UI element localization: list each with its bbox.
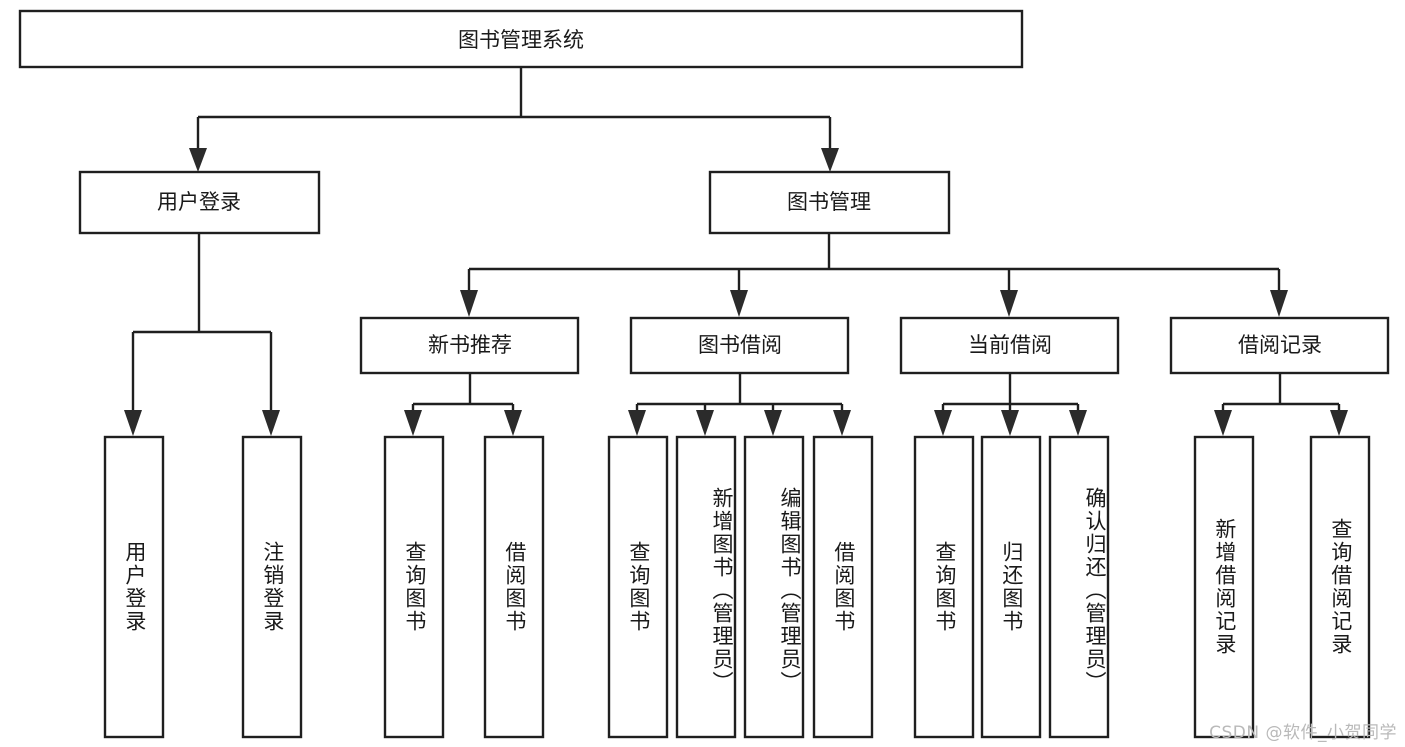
node-user-login-box[interactable] bbox=[78, 170, 321, 235]
arrowhead-to-current-borrow bbox=[1000, 290, 1018, 317]
leaf-query-book-1-box[interactable] bbox=[383, 435, 445, 739]
leaf-add-book-box[interactable] bbox=[675, 435, 737, 739]
leaf-borrow-book-1-box[interactable] bbox=[483, 435, 545, 739]
arrowhead-to-new-book-recommend bbox=[460, 290, 478, 317]
arrowhead-to-leaf-query-record bbox=[1330, 410, 1348, 436]
arrowhead-to-leaf-logout-login bbox=[262, 410, 280, 436]
arrowhead-to-borrow-record bbox=[1270, 290, 1288, 317]
node-book-borrow-label: 图书借阅 bbox=[698, 333, 782, 357]
arrowhead-to-leaf-user-login bbox=[124, 410, 142, 436]
arrowhead-to-book-manage bbox=[821, 148, 839, 172]
node-book-manage-label: 图书管理 bbox=[787, 190, 871, 214]
arrowhead-to-leaf-confirm-return bbox=[1069, 410, 1087, 436]
connector-borrow-record-bus bbox=[1221, 373, 1341, 415]
node-title-box[interactable] bbox=[18, 9, 1024, 69]
arrowhead-to-leaf-query-book-2 bbox=[628, 410, 646, 436]
node-new-book-recommend-label: 新书推荐 bbox=[428, 333, 512, 357]
leaf-user-login-box[interactable] bbox=[103, 435, 165, 739]
connector-user-login-bus bbox=[131, 233, 273, 415]
leaf-confirm-return-box[interactable] bbox=[1048, 435, 1110, 739]
connector-new-book-recommend-bus bbox=[411, 373, 515, 415]
connector-root-bus bbox=[196, 67, 832, 152]
arrowhead-to-book-borrow bbox=[730, 290, 748, 317]
connector-book-borrow-bus bbox=[635, 373, 844, 415]
arrowhead-to-leaf-borrow-book-2 bbox=[833, 410, 851, 436]
leaf-query-book-3-box[interactable] bbox=[913, 435, 975, 739]
connector-current-borrow-bus bbox=[941, 373, 1080, 415]
leaf-query-record-box[interactable] bbox=[1309, 435, 1371, 739]
leaf-borrow-book-2-box[interactable] bbox=[812, 435, 874, 739]
leaf-query-book-2-box[interactable] bbox=[607, 435, 669, 739]
arrowhead-to-leaf-return-book bbox=[1001, 410, 1019, 436]
node-new-book-recommend-box[interactable] bbox=[359, 316, 580, 375]
leaf-logout-login-box[interactable] bbox=[241, 435, 303, 739]
connector-book-manage-bus bbox=[467, 233, 1281, 293]
arrowhead-to-leaf-query-book-1 bbox=[404, 410, 422, 436]
leaf-add-record-box[interactable] bbox=[1193, 435, 1255, 739]
node-borrow-record-label: 借阅记录 bbox=[1238, 333, 1322, 357]
leaf-return-book-box[interactable] bbox=[980, 435, 1042, 739]
arrowhead-to-user-login bbox=[189, 148, 207, 172]
node-current-borrow-box[interactable] bbox=[899, 316, 1120, 375]
arrowhead-to-leaf-borrow-book-1 bbox=[504, 410, 522, 436]
arrowhead-to-leaf-edit-book bbox=[764, 410, 782, 436]
leaf-edit-book-box[interactable] bbox=[743, 435, 805, 739]
csdn-watermark: CSDN @软件_小贺同学 bbox=[1209, 723, 1397, 743]
arrowhead-to-leaf-add-book bbox=[696, 410, 714, 436]
node-title-label: 图书管理系统 bbox=[458, 28, 584, 52]
node-current-borrow-label: 当前借阅 bbox=[968, 333, 1052, 357]
arrowhead-to-leaf-query-book-3 bbox=[934, 410, 952, 436]
node-user-login-label: 用户登录 bbox=[157, 190, 241, 214]
arrowhead-to-leaf-add-record bbox=[1214, 410, 1232, 436]
